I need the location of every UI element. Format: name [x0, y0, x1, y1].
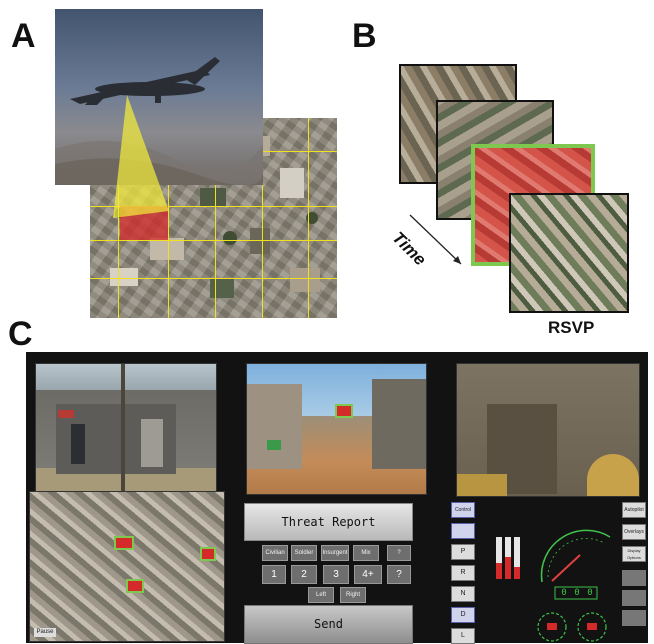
gear-r-button[interactable]: R	[451, 565, 475, 581]
threat-report-button[interactable]: Threat Report	[244, 503, 413, 541]
vehicle-gauges	[496, 529, 611, 642]
panel-b-label: B	[352, 17, 377, 55]
fuel-dial	[537, 612, 567, 642]
side-right-blank-2[interactable]	[622, 590, 646, 606]
camera-view-center	[246, 363, 427, 495]
drone-photo	[55, 9, 263, 185]
panel-c-label: C	[8, 315, 33, 353]
count-button-4plus[interactable]: 4+	[354, 565, 382, 584]
map-target-2	[200, 547, 216, 561]
class-button-soldier[interactable]: Soldier	[291, 545, 317, 561]
class-button-unknown[interactable]: ?	[387, 545, 411, 561]
time-arrow	[409, 214, 462, 265]
simulation-interface: Pause Threat Report Civilian Soldier Ins…	[26, 352, 648, 644]
gear-l-button[interactable]: L	[451, 628, 475, 644]
gear-d-button[interactable]: D	[451, 607, 475, 623]
sensor-cone	[113, 95, 169, 218]
side-right-blank-1[interactable]	[622, 570, 646, 586]
pause-button[interactable]: Pause	[34, 628, 56, 637]
rsvp-label: RSVP	[548, 318, 595, 337]
side-right-blank-3[interactable]	[622, 610, 646, 626]
odometer-digit-3: 0	[587, 588, 593, 598]
count-button-1[interactable]: 1	[262, 565, 286, 584]
overhead-map: Pause	[29, 491, 225, 642]
odometer-digit-2: 0	[574, 588, 580, 598]
count-button-3[interactable]: 3	[323, 565, 349, 584]
class-button-civilian[interactable]: Civilian	[262, 545, 288, 561]
panel-a-label: A	[11, 17, 36, 55]
class-button-insurgent[interactable]: Insurgent	[321, 545, 349, 561]
side-button-blank[interactable]	[451, 523, 475, 539]
overlays-button[interactable]: Overlays	[622, 524, 646, 540]
camera-view-left	[35, 363, 217, 495]
map-target-1	[114, 536, 134, 550]
camera-view-right	[456, 363, 640, 497]
temp-dial	[577, 612, 607, 642]
display-options-button[interactable]: Display Options	[622, 546, 646, 562]
class-button-mix[interactable]: Mix	[353, 545, 379, 561]
direction-button-left[interactable]: Left	[308, 587, 334, 603]
count-button-unknown[interactable]: ?	[387, 565, 411, 584]
autopilot-button[interactable]: Autopilot	[622, 502, 646, 518]
drone-icon	[55, 57, 263, 185]
gear-p-button[interactable]: P	[451, 544, 475, 560]
control-button[interactable]: Control	[451, 502, 475, 518]
gear-n-button[interactable]: N	[451, 586, 475, 602]
send-button[interactable]: Send	[244, 605, 413, 644]
map-target-3	[126, 579, 144, 593]
odometer-digit-1: 0	[561, 588, 567, 598]
direction-button-right[interactable]: Right	[340, 587, 366, 603]
rsvp-image-4	[509, 193, 629, 313]
count-button-2[interactable]: 2	[291, 565, 317, 584]
